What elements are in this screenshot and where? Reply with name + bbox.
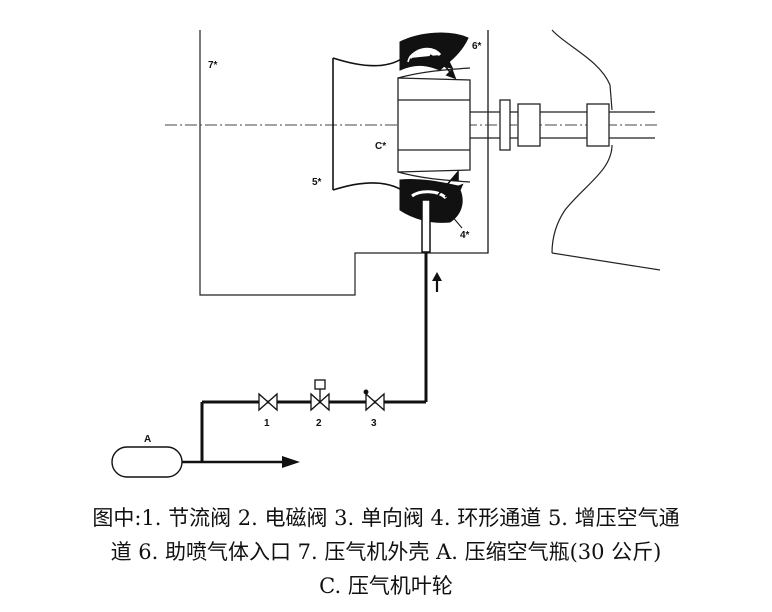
shaft [398, 99, 655, 151]
label-4-leader [444, 207, 463, 229]
label-3: 3 [371, 418, 377, 429]
check-valve-icon [363, 389, 385, 412]
compressor-housing [199, 30, 489, 296]
compressor-air-injection-diagram: 7* 6* C* 5* 4* A 1 2 3 [111, 29, 661, 478]
outlet-arrow-icon [282, 456, 300, 468]
flow-up-arrow [432, 272, 442, 292]
label-1: 1 [264, 418, 270, 429]
solenoid-valve-icon [310, 379, 330, 412]
caption-line-1: 图中:1. 节流阀 2. 电磁阀 3. 单向阀 4. 环形通道 5. 增压空气通 [92, 506, 680, 530]
feed-pipe-vertical [421, 199, 431, 253]
compressor-impeller [397, 67, 471, 183]
caption-line-2: 道 6. 助喷气体入口 7. 压气机外壳 A. 压缩空气瓶(30 公斤) [110, 540, 662, 564]
label-2: 2 [316, 418, 322, 429]
lower-channel-cavity [411, 190, 448, 200]
label-c: C* [375, 141, 386, 152]
label-4: 4* [460, 230, 470, 241]
injection-arrows [429, 54, 464, 198]
upper-channel-cavity [408, 47, 442, 60]
throttle-valve-icon [258, 392, 278, 412]
label-5: 5* [312, 177, 322, 188]
label-a: A [144, 434, 151, 445]
label-6: 6* [472, 41, 482, 52]
lower-channel [399, 179, 463, 223]
upper-swirl-arrow [407, 51, 426, 63]
air-bottle [111, 446, 183, 478]
caption-line-3: C. 压气机叶轮 [319, 574, 453, 598]
turbine-casing [551, 29, 661, 271]
label-7: 7* [208, 60, 218, 71]
